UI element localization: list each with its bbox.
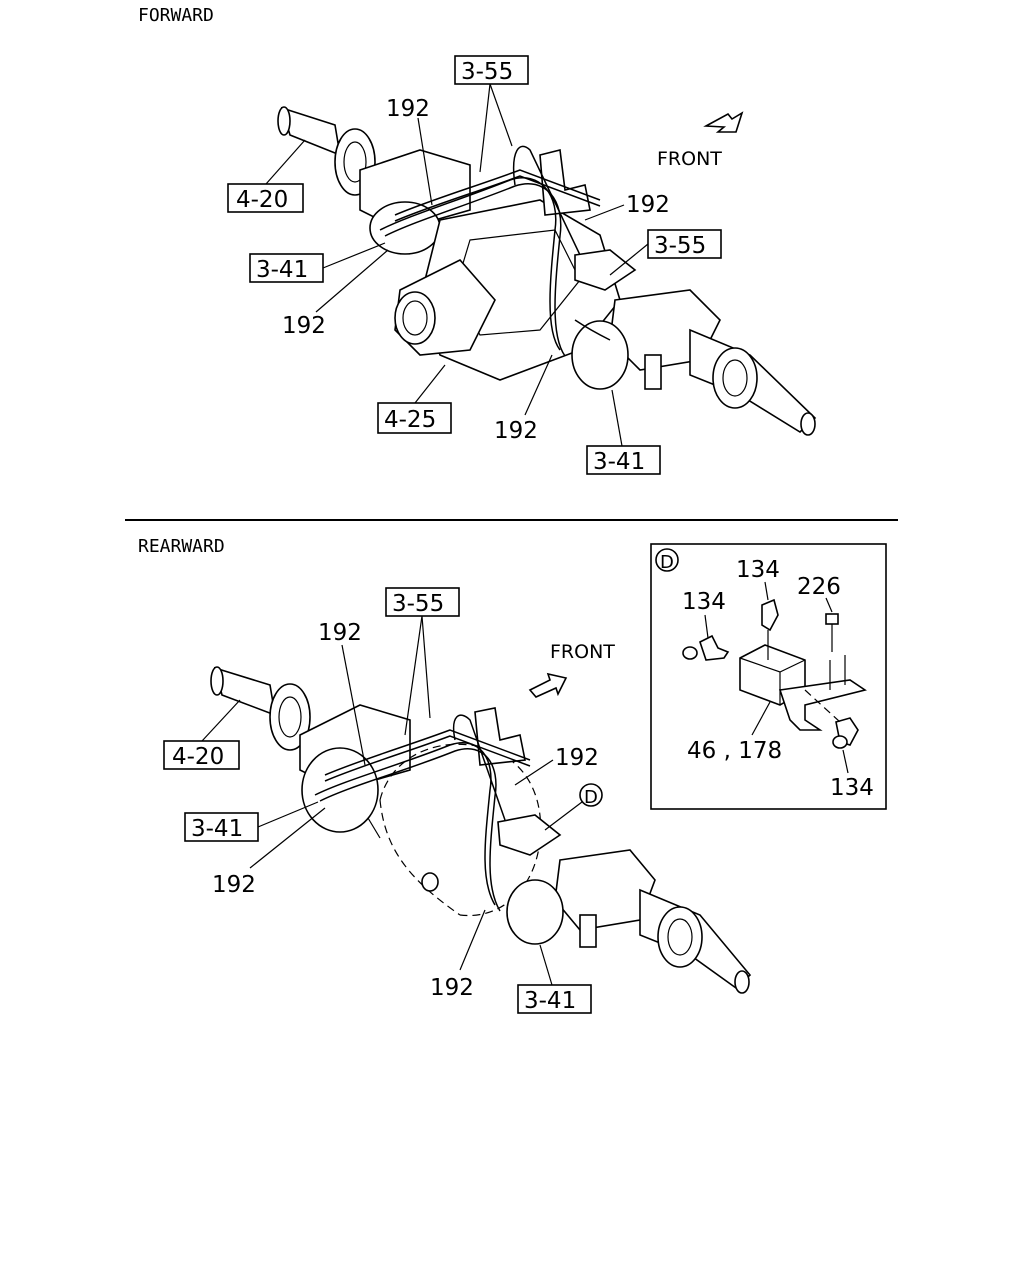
callout-3-41-rearward-right: 3-41 — [517, 984, 592, 1014]
forward-section: FORWARD FRONT — [138, 5, 817, 475]
front-label-forward: FRONT — [657, 148, 722, 170]
callout-3-55-forward-right: 3-55 — [647, 229, 722, 259]
part-134-label: 134 — [830, 775, 874, 801]
callout-3-41-forward-right: 3-41 — [586, 445, 661, 475]
forward-axle-drawing — [277, 106, 817, 436]
svg-text:3-55: 3-55 — [654, 233, 706, 259]
svg-text:3-55: 3-55 — [461, 59, 513, 85]
callout-4-25-forward: 4-25 — [377, 402, 452, 434]
part-192-label: 192 — [282, 313, 326, 339]
part-192-label: 192 — [555, 745, 599, 771]
front-arrow-rearward: FRONT — [528, 641, 615, 698]
fitting-134-bottom — [832, 717, 859, 749]
fitting-134-left — [682, 634, 730, 661]
rearward-section: REARWARD FRONT — [138, 536, 752, 1014]
part-192-label: 192 — [212, 872, 256, 898]
rearward-axle-drawing — [210, 666, 752, 994]
fitting-134-top — [761, 598, 779, 660]
part-192-label: 192 — [430, 975, 474, 1001]
detail-d-inset: D 134 134 226 — [650, 543, 887, 810]
detail-d-marker: D — [579, 783, 603, 808]
part-134-label: 134 — [736, 557, 780, 583]
svg-text:3-41: 3-41 — [593, 449, 645, 475]
part-192-label: 192 — [494, 418, 538, 444]
callout-3-41-forward-left: 3-41 — [249, 253, 324, 283]
part-192-label: 192 — [386, 96, 430, 122]
part-134-label: 134 — [682, 589, 726, 615]
svg-text:D: D — [584, 787, 598, 808]
front-label-rearward: FRONT — [550, 641, 615, 663]
svg-text:4-25: 4-25 — [384, 407, 436, 433]
part-192-label: 192 — [318, 620, 362, 646]
front-arrow-forward: FRONT — [657, 111, 744, 170]
callout-3-55-forward-top: 3-55 — [454, 55, 529, 85]
callout-3-41-rearward-left: 3-41 — [184, 812, 259, 842]
svg-text:3-41: 3-41 — [524, 988, 576, 1014]
forward-heading: FORWARD — [138, 5, 214, 26]
bolt-226 — [825, 613, 839, 652]
svg-text:4-20: 4-20 — [172, 744, 224, 770]
callout-4-20-rearward: 4-20 — [163, 740, 240, 770]
detail-d-label: D — [660, 552, 674, 573]
part-192-label: 192 — [626, 192, 670, 218]
part-226-label: 226 — [797, 574, 841, 600]
callout-4-20-forward: 4-20 — [227, 183, 304, 213]
svg-text:3-55: 3-55 — [392, 591, 444, 617]
svg-text:3-41: 3-41 — [191, 816, 243, 842]
rearward-heading: REARWARD — [138, 536, 225, 557]
svg-text:3-41: 3-41 — [256, 257, 308, 283]
part-46-178-label: 46 , 178 — [687, 738, 782, 764]
svg-text:4-20: 4-20 — [236, 187, 288, 213]
callout-3-55-rearward: 3-55 — [385, 587, 460, 617]
